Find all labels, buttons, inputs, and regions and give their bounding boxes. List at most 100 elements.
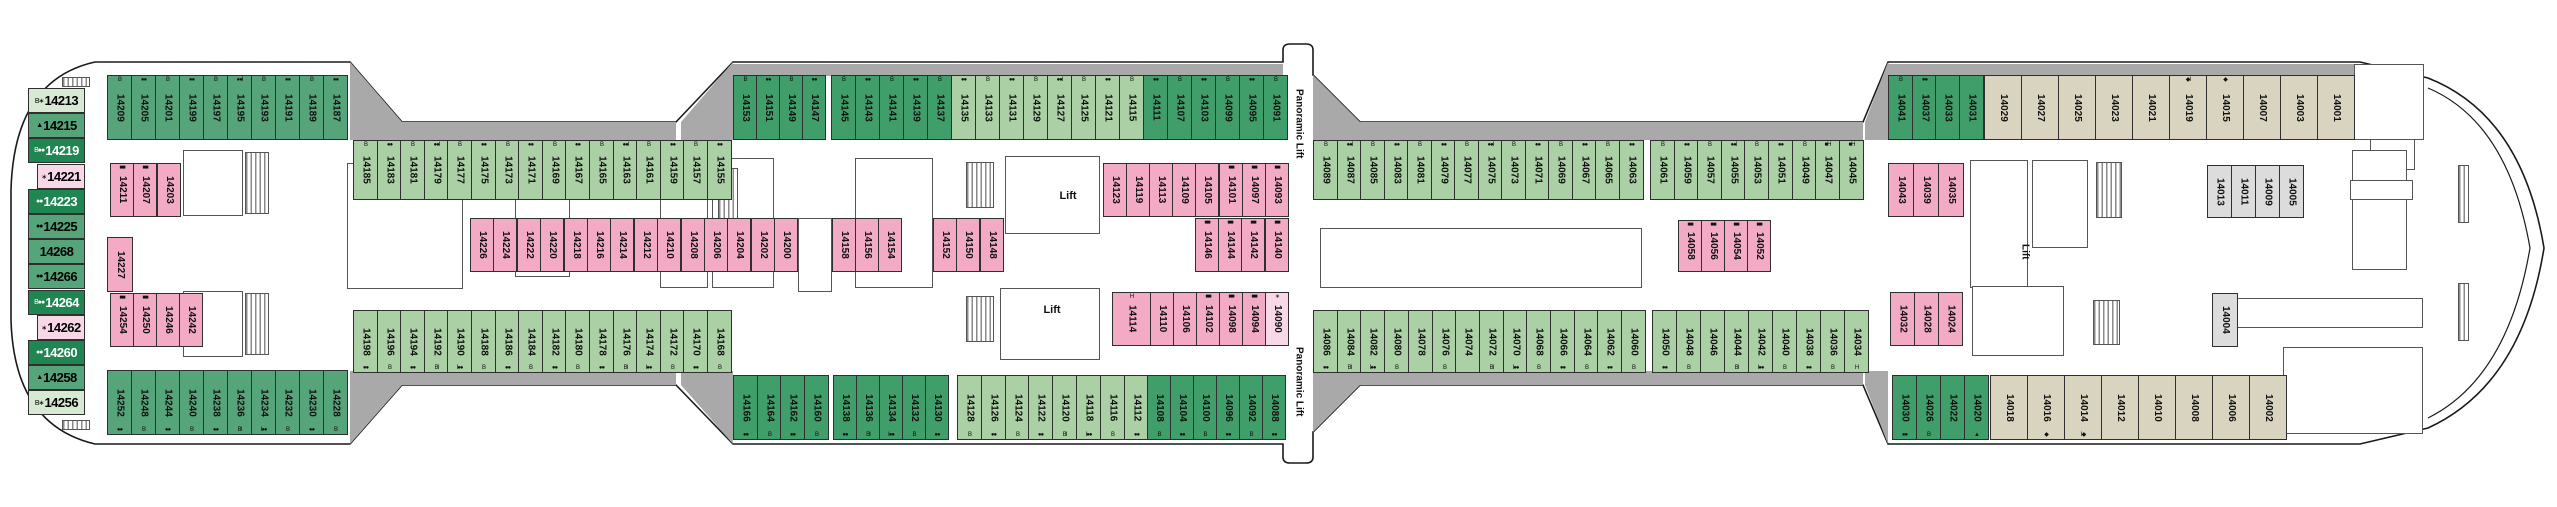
cabin-14096[interactable]: ●●14096 [1216, 375, 1240, 440]
cabin-14156[interactable]: 14156 [855, 218, 879, 272]
cabin-14182[interactable]: ●●14182 [542, 310, 567, 373]
cabin-14200[interactable]: 14200 [774, 218, 798, 272]
cabin-14102[interactable]: ■■14102 [1196, 292, 1220, 346]
cabin-14106[interactable]: 14106 [1173, 292, 1197, 346]
cabin-14155[interactable]: ●●14155 [707, 140, 732, 200]
cabin-14074[interactable]: 14074 [1455, 310, 1480, 373]
lift-label-mid-top[interactable]: Lift [1059, 190, 1077, 202]
lift-label-mid-bottom[interactable]: Lift [1043, 304, 1061, 316]
cabin-14158[interactable]: 14158 [832, 218, 856, 272]
cabin-14056[interactable]: ■■14056 [1701, 220, 1725, 272]
cabin-14224[interactable]: 14224 [493, 218, 517, 272]
cabin-14191[interactable]: ●●14191 [275, 75, 300, 140]
cabin-14025[interactable]: 14025 [2058, 75, 2096, 140]
cabin-14213[interactable]: B∗14213 [28, 88, 85, 113]
cabin-14082[interactable]: Ⅰ●●14082 [1360, 310, 1385, 373]
cabin-14113[interactable]: 14113 [1149, 163, 1173, 217]
cabin-14042[interactable]: Ⅰ●●14042 [1748, 310, 1773, 373]
cabin-14226[interactable]: 14226 [470, 218, 494, 272]
cabin-14112[interactable]: ●●14112 [1124, 375, 1149, 440]
cabin-14258[interactable]: ▲14258 [28, 365, 85, 390]
cabin-14022[interactable]: 14022 [1940, 375, 1965, 440]
cabin-14147[interactable]: ●●14147 [802, 75, 826, 140]
cabin-14218[interactable]: 14218 [564, 218, 588, 272]
cabin-14035[interactable]: 14035 [1938, 163, 1964, 217]
cabin-14135[interactable]: ●●14135 [951, 75, 976, 140]
cabin-14039[interactable]: 14039 [1913, 163, 1939, 217]
cabin-14206[interactable]: 14206 [704, 218, 728, 272]
cabin-14227[interactable]: 14227 [107, 237, 133, 292]
cabin-14059[interactable]: ●●14059 [1674, 140, 1699, 200]
cabin-14139[interactable]: ●●14139 [903, 75, 928, 140]
cabin-14242[interactable]: 14242 [179, 293, 203, 347]
cabin-14130[interactable]: ●●14130 [925, 375, 949, 440]
cabin-14067[interactable]: ●●14067 [1572, 140, 1597, 200]
cabin-14001[interactable]: 14001 [2317, 75, 2355, 140]
cabin-14016[interactable]: ◆14016 [2027, 375, 2065, 440]
cabin-14131[interactable]: ●●14131 [999, 75, 1024, 140]
cabin-14234[interactable]: Ⅰ●●14234 [251, 370, 276, 435]
cabin-14250[interactable]: ■■14250 [133, 293, 157, 347]
cabin-14187[interactable]: ●●14187 [323, 75, 348, 140]
cabin-14208[interactable]: 14208 [681, 218, 705, 272]
cabin-14170[interactable]: ●●14170 [683, 310, 708, 373]
cabin-14070[interactable]: Ⅰ●●14070 [1503, 310, 1528, 373]
cabin-14015[interactable]: ◆14015 [2206, 75, 2244, 140]
cabin-14119[interactable]: 14119 [1126, 163, 1150, 217]
cabin-14268[interactable]: 14268 [28, 239, 85, 264]
cabin-14154[interactable]: 14154 [878, 218, 902, 272]
cabin-14021[interactable]: 14021 [2132, 75, 2170, 140]
cabin-14256[interactable]: B∗14256 [28, 390, 85, 415]
cabin-14010[interactable]: 14010 [2138, 375, 2176, 440]
cabin-14097[interactable]: ■■14097 [1242, 163, 1266, 217]
cabin-14264[interactable]: B●●14264 [28, 290, 85, 315]
cabin-14183[interactable]: ●●14183 [377, 140, 402, 200]
cabin-14140[interactable]: ■■14140 [1265, 218, 1289, 272]
cabin-14078[interactable]: 14078 [1408, 310, 1433, 373]
cabin-14244[interactable]: ●●14244 [155, 370, 180, 435]
cabin-14212[interactable]: 14212 [634, 218, 658, 272]
cabin-14014[interactable]: Ⅰ◆14014 [2064, 375, 2102, 440]
cabin-14260[interactable]: ●●14260 [28, 340, 85, 365]
cabin-14210[interactable]: 14210 [657, 218, 681, 272]
cabin-14104[interactable]: ●●14104 [1170, 375, 1194, 440]
cabin-14005[interactable]: 14005 [2279, 165, 2304, 218]
cabin-14032[interactable]: 14032 [1890, 292, 1915, 346]
cabin-14079[interactable]: ●●14079 [1431, 140, 1456, 200]
cabin-14109[interactable]: 14109 [1172, 163, 1196, 217]
cabin-14043[interactable]: 14043 [1888, 163, 1914, 217]
cabin-14027[interactable]: 14027 [2021, 75, 2059, 140]
cabin-14219[interactable]: B●●14219 [28, 138, 85, 163]
cabin-14144[interactable]: ■■14144 [1218, 218, 1242, 272]
cabin-14190[interactable]: Ⅰ●●14190 [447, 310, 472, 373]
cabin-14009[interactable]: 14009 [2255, 165, 2280, 218]
